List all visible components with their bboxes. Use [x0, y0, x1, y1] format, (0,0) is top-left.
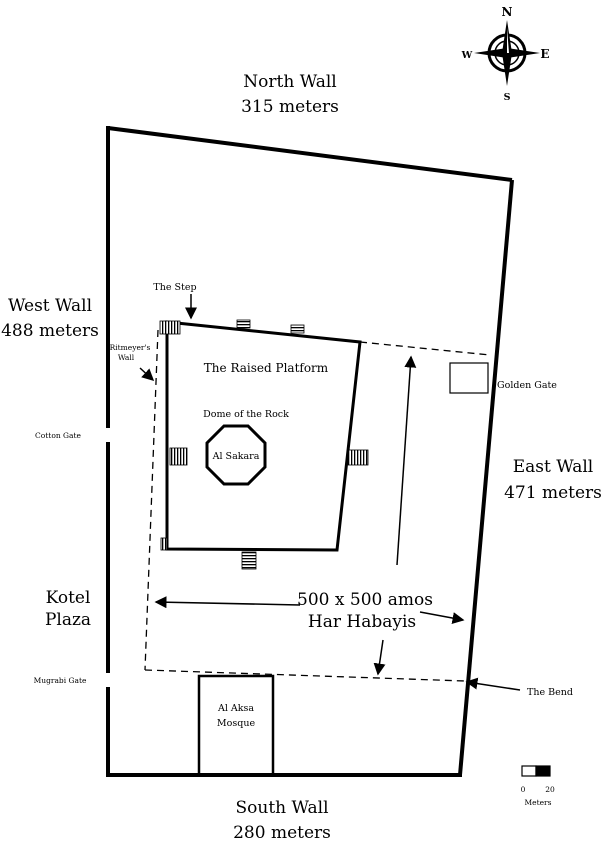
- amos-up-arrow: [396, 355, 417, 566]
- east-wall-length: 471 meters: [504, 483, 602, 503]
- aksa-label-2: Mosque: [217, 718, 256, 729]
- scale-bar: 0 20 Meters: [521, 765, 555, 807]
- al-sakara-label: Al Sakara: [212, 451, 260, 462]
- south-wall-label: South Wall: [235, 798, 328, 818]
- golden-gate-box: [449, 362, 489, 394]
- amos-down-arrow: [373, 639, 386, 676]
- al-aksa-mosque-box: [197, 674, 275, 777]
- kotel-label-2: Plaza: [45, 610, 91, 630]
- ritmeyer-arrow: [139, 367, 155, 382]
- compass-south: S: [504, 92, 511, 103]
- scale-max: 20: [545, 785, 555, 794]
- east-wall-line: [458, 179, 514, 776]
- bend-label: The Bend: [527, 687, 573, 698]
- har-habayis-square: [144, 329, 491, 682]
- east-wall-label: East Wall: [513, 457, 594, 477]
- dome-label: Dome of the Rock: [203, 409, 289, 420]
- amos-label: 500 x 500 amos: [297, 590, 433, 610]
- west-wall-length: 488 meters: [1, 321, 99, 341]
- compass-rose-icon: N S E W: [461, 5, 550, 103]
- north-wall-line: [107, 126, 513, 182]
- raised-platform: [165, 320, 362, 552]
- bend-arrow: [465, 677, 521, 691]
- north-wall-label: North Wall: [243, 72, 336, 92]
- platform-stairs: [159, 319, 369, 570]
- compass-east: E: [540, 47, 549, 61]
- platform-label: The Raised Platform: [204, 361, 329, 375]
- har-habayis-label: Har Habayis: [308, 612, 416, 632]
- ritmeyer-label-1: Ritmeyer's: [110, 343, 151, 352]
- kotel-label-1: Kotel: [46, 588, 91, 608]
- golden-gate-label: Golden Gate: [497, 380, 557, 391]
- step-label: The Step: [153, 282, 196, 293]
- arrows: [139, 294, 521, 691]
- north-wall-length: 315 meters: [241, 97, 339, 117]
- cotton-gate-label: Cotton Gate: [35, 431, 81, 440]
- outer-walls: [106, 126, 514, 777]
- amos-right-arrow: [419, 611, 465, 624]
- west-wall-label: West Wall: [8, 296, 92, 316]
- compass-west: W: [461, 50, 473, 61]
- aksa-label-1: Al Aksa: [217, 703, 254, 714]
- ritmeyer-label-2: Wall: [118, 353, 135, 362]
- dome-of-the-rock-octagon: [205, 424, 267, 486]
- south-wall-length: 280 meters: [233, 823, 331, 843]
- scale-unit: Meters: [524, 798, 551, 807]
- scale-min: 0: [521, 785, 526, 794]
- amos-left-arrow: [154, 596, 301, 609]
- compass-north: N: [502, 5, 513, 19]
- mugrabi-gate-label: Mugrabi Gate: [34, 676, 87, 685]
